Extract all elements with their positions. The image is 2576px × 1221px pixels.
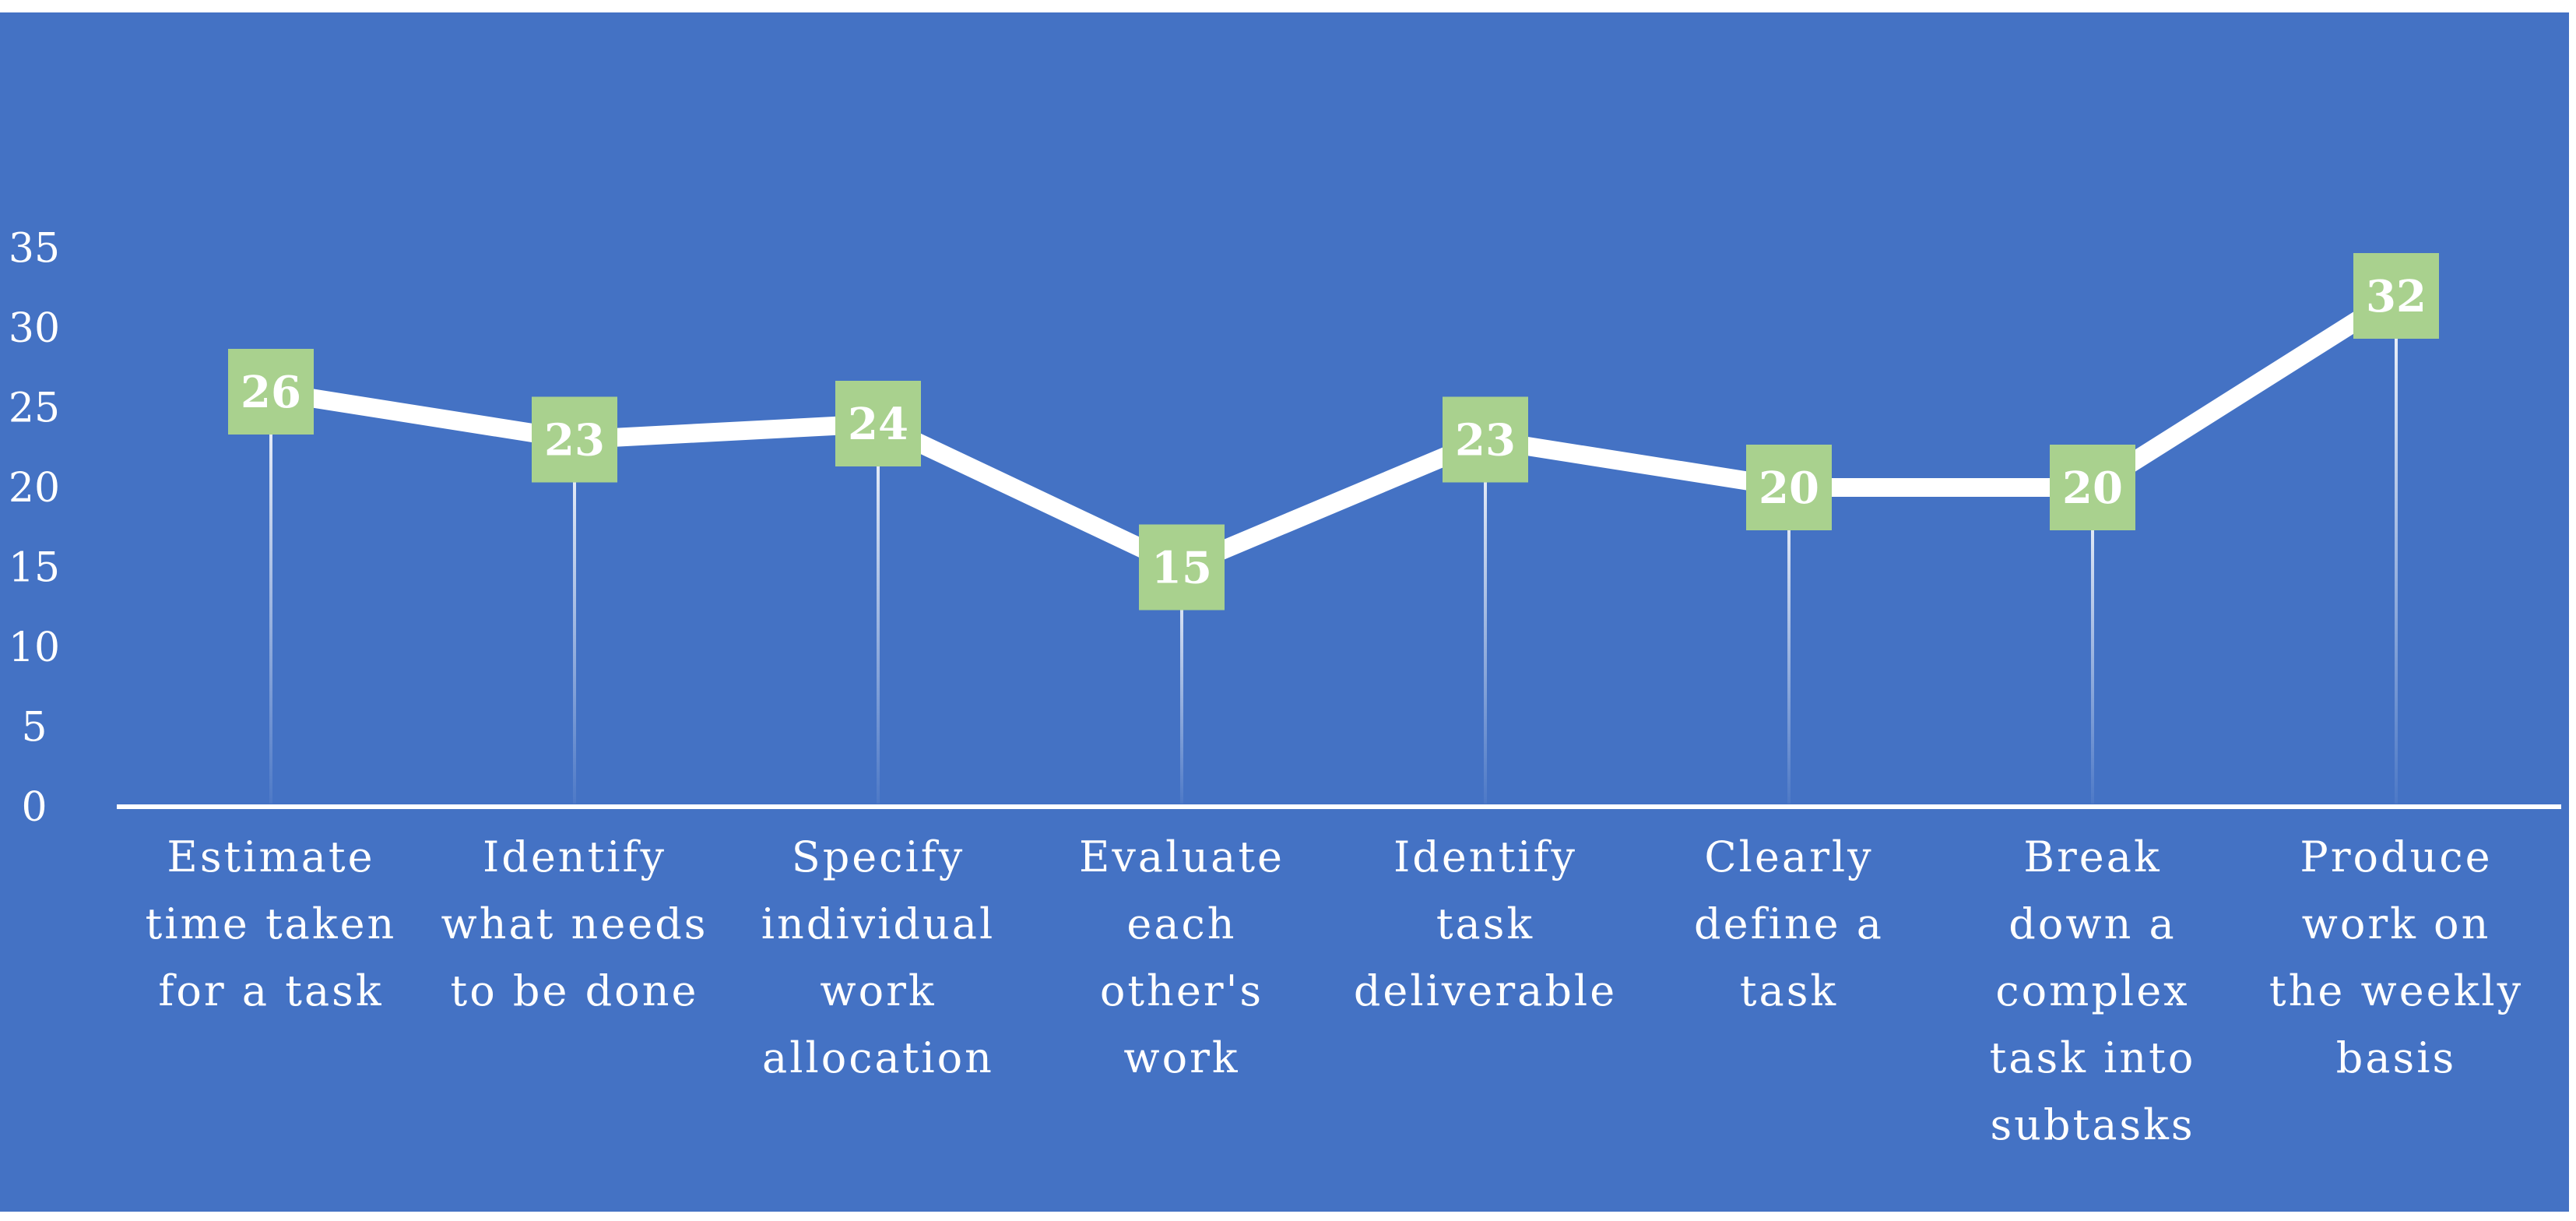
x-category-line: Produce: [2300, 832, 2492, 881]
x-category-label: Identify task deliverable: [1354, 832, 1617, 1015]
data-marker: [835, 381, 921, 466]
data-marker: [2050, 445, 2135, 530]
x-category-line: each: [1126, 899, 1236, 948]
data-marker: [1746, 445, 1832, 530]
data-label: 32: [2366, 271, 2427, 322]
series-line: [262, 287, 2406, 577]
data-marker: [532, 396, 617, 483]
y-tick-label: 5: [21, 705, 47, 751]
data-label: 20: [2062, 463, 2123, 514]
data-marker: [228, 349, 314, 435]
x-category-label: Identify what needs to be done: [441, 832, 708, 1015]
y-tick-label: 10: [9, 625, 60, 671]
x-category-line: allocation: [762, 1033, 994, 1082]
drop-line: [1787, 487, 1791, 804]
x-category-line: task: [1740, 966, 1838, 1015]
y-tick-label: 0: [21, 784, 47, 831]
chart-background: [0, 12, 2569, 1212]
x-category-line: deliverable: [1354, 966, 1617, 1015]
x-category-line: Break: [2023, 832, 2161, 881]
x-category-line: task into: [1990, 1033, 2196, 1082]
data-marker: [1443, 396, 1528, 483]
x-category-label: Clearly define a task: [1694, 832, 1884, 1015]
drop-line: [573, 439, 576, 804]
y-tick-label: 35: [9, 226, 60, 273]
x-category-line: other's: [1100, 966, 1263, 1015]
x-category-label: Evaluate each other's work: [1079, 832, 1284, 1082]
x-category-label: Estimate time taken for a task: [146, 832, 397, 1015]
data-label: 15: [1151, 543, 1212, 594]
data-label: 26: [241, 367, 301, 418]
x-category-line: down a: [2008, 899, 2176, 948]
y-tick-label: 20: [9, 465, 60, 512]
data-point: 20: [2050, 445, 2135, 530]
x-category-line: Specify: [792, 832, 965, 881]
x-category-line: work on: [2302, 899, 2491, 948]
x-category-line: for a task: [158, 966, 383, 1015]
x-category-line: the weekly: [2269, 966, 2523, 1015]
drop-lines: [269, 296, 2398, 804]
data-point: 24: [835, 381, 921, 466]
x-category-label: Specify individual work allocation: [761, 832, 995, 1082]
drop-line: [2091, 487, 2094, 804]
data-label: 23: [1455, 415, 1516, 466]
data-label: 23: [544, 415, 605, 466]
chart-panel: 0 5 10 15 20 25 30 35 26 23 24 15 23 20 20 32 Estimate…: [0, 12, 2569, 1212]
drop-line: [1180, 567, 1183, 804]
drop-line: [1484, 439, 1487, 804]
x-category-line: complex: [1995, 966, 2189, 1015]
data-point: 23: [1443, 396, 1528, 483]
x-category-line: individual: [761, 899, 995, 948]
x-category-line: Identify: [483, 832, 666, 881]
drop-line: [2395, 296, 2398, 804]
x-category-line: Estimate: [167, 832, 374, 881]
y-tick-label: 25: [9, 385, 60, 432]
x-category-line: basis: [2336, 1033, 2456, 1082]
y-axis-ticks: 0 5 10 15 20 25 30 35: [9, 226, 60, 832]
x-category-label: Produce work on the weekly basis: [2269, 832, 2523, 1082]
y-tick-label: 30: [9, 305, 60, 352]
data-point: 32: [2353, 253, 2439, 339]
data-marker: [1139, 524, 1225, 610]
x-axis-categories: Estimate time taken for a task Identify what…: [146, 832, 2523, 1149]
x-category-line: Evaluate: [1079, 832, 1284, 881]
data-label: 24: [848, 399, 908, 450]
x-category-line: time taken: [146, 899, 397, 948]
data-point: 20: [1746, 445, 1832, 530]
data-markers: 26 23 24 15 23 20 20 32: [228, 253, 2439, 610]
drop-line: [269, 392, 272, 804]
x-category-line: work: [1123, 1033, 1239, 1082]
x-category-line: what needs: [441, 899, 708, 948]
x-category-line: define a: [1694, 899, 1884, 948]
x-category-line: subtasks: [1990, 1100, 2195, 1149]
data-point: 26: [228, 349, 314, 435]
x-category-label: Break down a complex task into subtasks: [1990, 832, 2196, 1149]
data-marker: [2353, 253, 2439, 339]
x-category-line: to be done: [451, 966, 699, 1015]
data-label: 20: [1759, 463, 1819, 514]
x-category-line: work: [820, 966, 936, 1015]
x-category-line: Clearly: [1704, 832, 1873, 881]
data-point: 23: [532, 396, 617, 483]
drop-line: [877, 424, 880, 804]
x-category-line: Identify: [1393, 832, 1577, 881]
line-chart: 0 5 10 15 20 25 30 35 26 23 24 15 23 20 20 32 Estimate…: [0, 12, 2569, 1212]
y-tick-label: 15: [9, 545, 60, 592]
x-category-line: task: [1436, 899, 1534, 948]
data-point: 15: [1139, 524, 1225, 610]
